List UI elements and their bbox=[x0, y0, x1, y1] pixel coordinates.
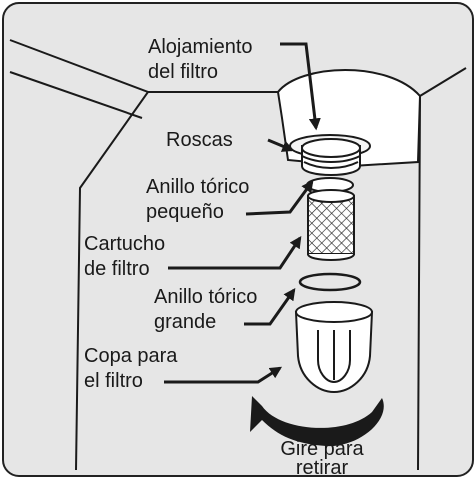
label-cup-line2: el filtro bbox=[84, 370, 143, 392]
large-oring-part bbox=[298, 272, 362, 292]
rotate-arrow-icon bbox=[250, 396, 384, 447]
label-large-oring-line2: grande bbox=[154, 311, 216, 333]
label-instruction-line1: Gire para bbox=[280, 438, 364, 460]
label-housing-line2: del filtro bbox=[148, 61, 218, 83]
label-small-oring-line2: pequeño bbox=[146, 201, 224, 223]
label-threads: Roscas bbox=[166, 129, 233, 151]
threads-part bbox=[301, 138, 361, 176]
label-cup-line1: Copa para bbox=[84, 345, 178, 367]
label-cartridge-line2: de filtro bbox=[84, 258, 150, 280]
label-small-oring-line1: Anillo tórico bbox=[146, 176, 249, 198]
filter-cup-part bbox=[294, 301, 374, 394]
label-instruction-line2: retirar bbox=[296, 457, 349, 479]
label-large-oring-line1: Anillo tórico bbox=[154, 286, 257, 308]
leader-lines bbox=[164, 42, 321, 384]
cartridge-part bbox=[307, 189, 355, 261]
label-cartridge-line1: Cartucho bbox=[84, 233, 165, 255]
label-housing-line1: Alojamiento bbox=[148, 36, 253, 58]
